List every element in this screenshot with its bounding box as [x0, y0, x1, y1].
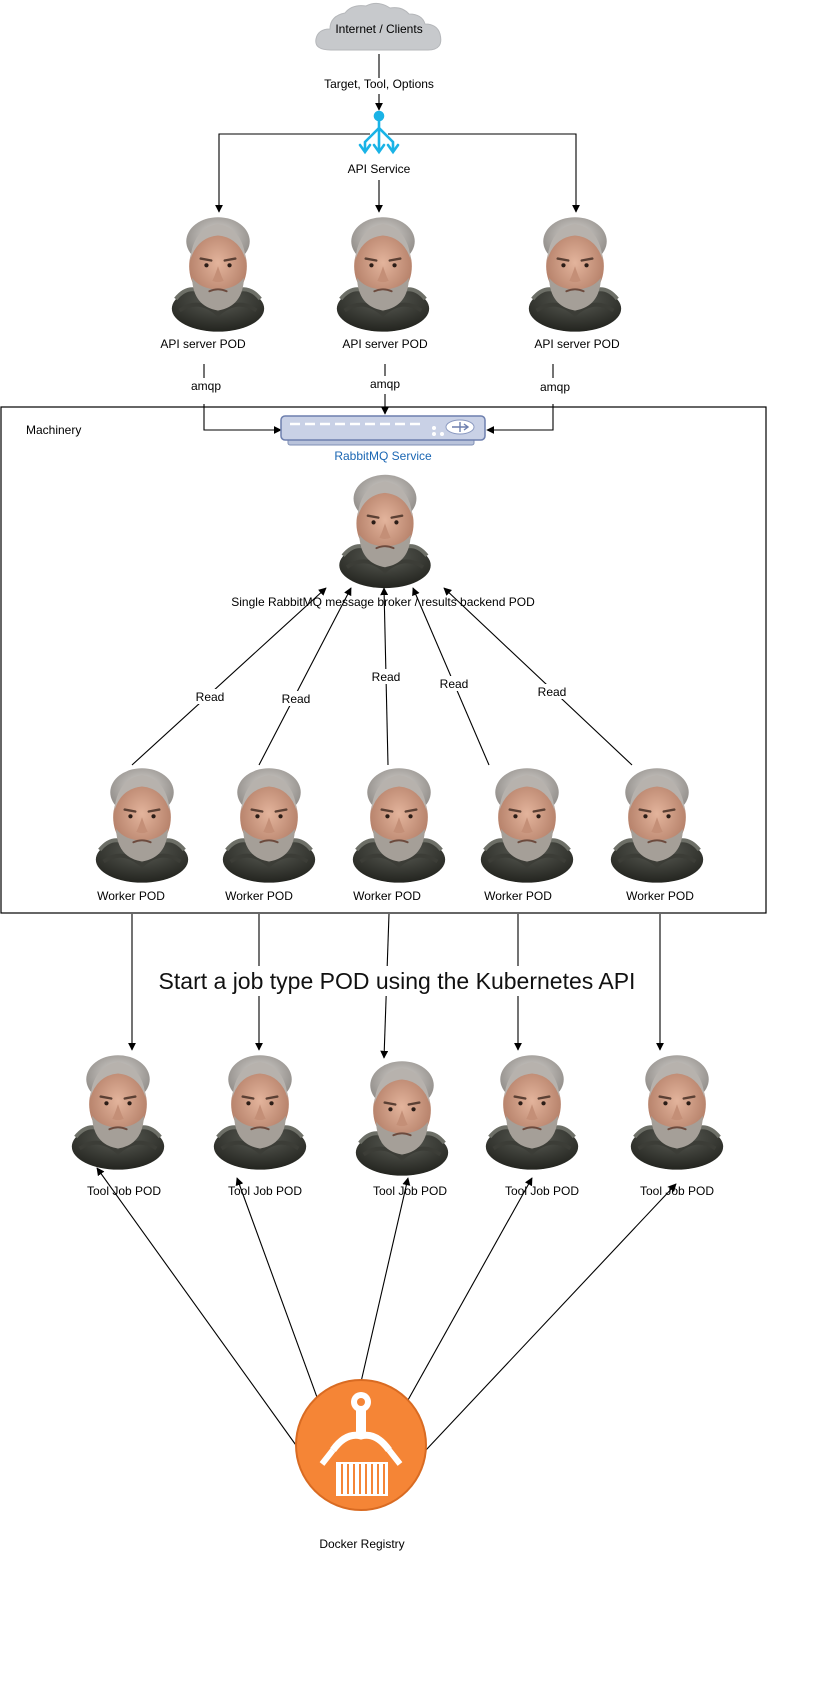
pod-avatar-icon — [478, 766, 576, 885]
edge-pod3-to-rabbitmq — [486, 404, 554, 434]
machinery-label: Machinery — [26, 423, 81, 437]
amqp-label-1: amqp — [191, 379, 221, 393]
network-switch-icon — [280, 415, 486, 446]
cloud-label: Internet / Clients — [335, 22, 422, 36]
worker-pod-label: Worker POD — [353, 889, 421, 903]
job-note: Start a job type POD using the Kubernete… — [159, 968, 636, 994]
amqp-label-2: amqp — [370, 377, 400, 391]
edge-worker1-read — [131, 587, 327, 766]
request-edge-label: Target, Tool, Options — [324, 77, 434, 91]
worker-pod-2: Worker POD — [220, 766, 318, 903]
edge-pod1-to-rabbitmq — [203, 404, 282, 434]
pod-avatar-icon — [628, 1053, 726, 1172]
edge-registry-tool4 — [407, 1177, 533, 1401]
tool-job-pod-2: Tool Job POD — [211, 1053, 309, 1198]
edge-worker5-read — [443, 587, 633, 766]
worker-pod-label: Worker POD — [97, 889, 165, 903]
pod-avatar-icon — [69, 1053, 167, 1172]
read-label-4: Read — [440, 677, 469, 691]
machinery-container — [0, 406, 767, 914]
api-server-pod-2: API server POD — [334, 215, 432, 351]
pod-avatar-icon — [211, 1053, 309, 1172]
api-server-pod-1: API server POD — [160, 215, 267, 351]
container-registry-icon — [295, 1379, 427, 1511]
edge-registry-tool5 — [425, 1183, 677, 1451]
tool-job-pod-1: Tool Job POD — [69, 1053, 167, 1198]
pod-avatar-icon — [608, 766, 706, 885]
pod-avatar-icon — [353, 1059, 451, 1178]
edge-api-service-pod-1 — [215, 133, 370, 213]
tool-job-pod-label: Tool Job POD — [373, 1184, 447, 1198]
tool-job-pod-3: Tool Job POD — [353, 1059, 451, 1198]
worker-pod-label: Worker POD — [626, 889, 694, 903]
worker-pod-label: Worker POD — [484, 889, 552, 903]
tool-job-pod-label: Tool Job POD — [228, 1184, 302, 1198]
tool-job-pod-5: Tool Job POD — [628, 1053, 726, 1198]
read-label-5: Read — [538, 685, 567, 699]
broker-pod-label: Single RabbitMQ message broker / results… — [231, 595, 535, 609]
broker-pod: Single RabbitMQ message broker / results… — [231, 472, 535, 609]
pod-avatar-icon — [169, 215, 267, 334]
read-label-2: Read — [282, 692, 311, 706]
pod-avatar-icon — [334, 215, 432, 334]
api-server-pod-label: API server POD — [160, 337, 246, 351]
edge-worker2-read — [258, 587, 352, 766]
tool-job-pod-label: Tool Job POD — [640, 1184, 714, 1198]
edge-registry-tool2 — [235, 1177, 319, 1401]
pod-avatar-icon — [483, 1053, 581, 1172]
edge-registry-tool3 — [360, 1177, 411, 1383]
read-labels: Read Read Read Read Read — [194, 669, 568, 706]
docker-registry-label: Docker Registry — [319, 1537, 404, 1551]
amqp-label-3: amqp — [540, 380, 570, 394]
api-server-pod-label: API server POD — [534, 337, 620, 351]
api-service-label: API Service — [348, 162, 411, 176]
pod-avatar-icon — [350, 766, 448, 885]
read-label-3: Read — [372, 670, 401, 684]
edge-api-service-pod-3 — [388, 133, 580, 213]
pod-avatar-icon — [526, 215, 624, 334]
worker-pod-1: Worker POD — [93, 766, 191, 903]
worker-pod-5: Worker POD — [608, 766, 706, 903]
tool-job-pod-label: Tool Job POD — [87, 1184, 161, 1198]
api-server-pod-3: API server POD — [526, 215, 624, 351]
read-label-1: Read — [196, 690, 225, 704]
rabbitmq-service-label: RabbitMQ Service — [334, 449, 432, 463]
tool-job-pod-4: Tool Job POD — [483, 1053, 581, 1198]
worker-pod-3: Worker POD — [350, 766, 448, 903]
cloud-icon — [315, 2, 442, 51]
pod-avatar-icon — [93, 766, 191, 885]
pod-avatar-icon — [337, 472, 433, 591]
job-note-bg — [165, 966, 631, 996]
load-balancer-icon — [358, 110, 400, 155]
tool-job-pod-label: Tool Job POD — [505, 1184, 579, 1198]
worker-pod-label: Worker POD — [225, 889, 293, 903]
api-server-pod-label: API server POD — [342, 337, 428, 351]
worker-pod-4: Worker POD — [478, 766, 576, 903]
pod-avatar-icon — [220, 766, 318, 885]
edge-registry-tool1 — [96, 1167, 299, 1449]
